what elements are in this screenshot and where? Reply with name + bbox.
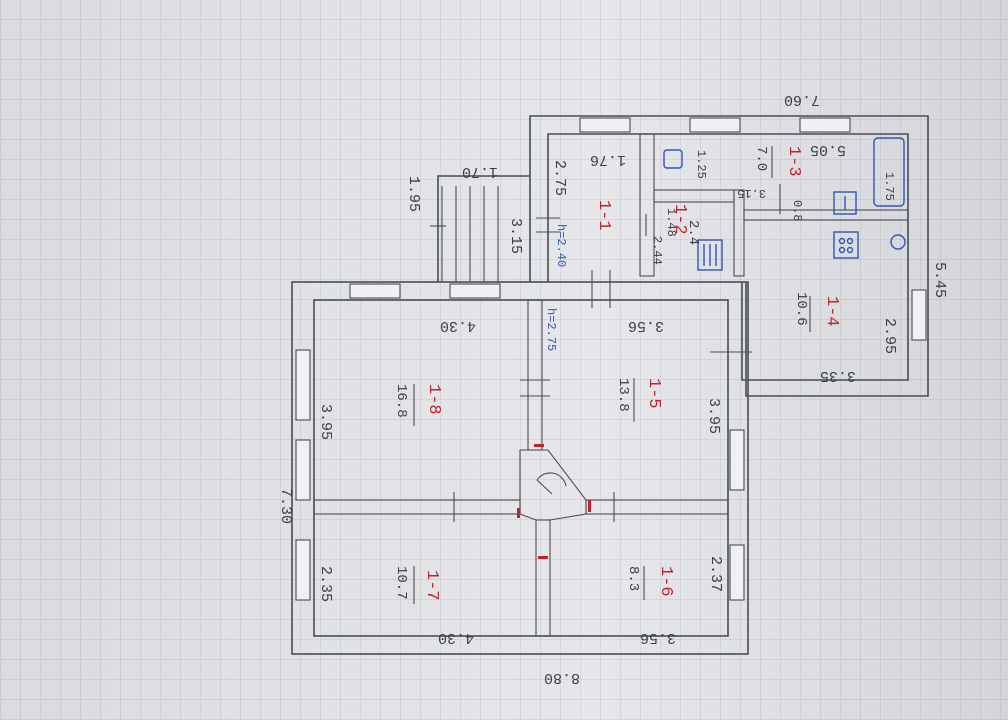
room-area-1-6: 8.3	[625, 566, 641, 591]
burner	[838, 237, 846, 245]
interior-wall	[743, 209, 909, 221]
room-area-1-5: 13.8	[615, 378, 631, 412]
dim-room4-side: 2.95	[881, 318, 898, 354]
window	[579, 117, 631, 133]
dim-room6-bottom: 3.56	[640, 629, 676, 646]
dim-room1-top: 1.76	[590, 151, 626, 168]
room-id-1-7: 1-7	[422, 570, 441, 601]
bath-label: 1.75	[882, 172, 896, 201]
dim-total-top: 7.60	[784, 91, 820, 108]
window	[449, 283, 501, 299]
dim-room2-depth: 2.44	[650, 236, 664, 265]
room-area-1-4: 10.6	[793, 292, 809, 326]
stove-icon	[833, 231, 859, 259]
room-area-1-7: 10.7	[393, 566, 409, 600]
central-hall	[519, 449, 587, 521]
window	[349, 283, 401, 299]
window	[799, 117, 851, 133]
dim-room2-width: 1.48	[664, 208, 678, 237]
interior-wall	[535, 519, 551, 637]
door-swing	[536, 472, 567, 487]
dim-total-left: 7.30	[277, 488, 294, 524]
dim-room8-top: 4.30	[440, 317, 476, 334]
dim-room6-side: 2.37	[707, 556, 724, 592]
interior-wall	[733, 189, 745, 277]
dim-room4-bottom: 3.35	[820, 367, 856, 384]
interior-wall	[313, 499, 521, 515]
burner	[838, 246, 846, 254]
room-area-1-3: 7.0	[753, 146, 769, 171]
window	[689, 117, 741, 133]
window	[295, 439, 311, 501]
dim-room3-side: 1.25	[694, 150, 708, 179]
sink-icon	[833, 191, 857, 215]
door-mark	[534, 444, 544, 447]
interior-wall	[527, 299, 543, 451]
door-leaf	[536, 479, 553, 495]
window	[911, 289, 927, 341]
main-inner-wall	[313, 299, 729, 637]
room-id-1-3: 1-3	[784, 146, 803, 177]
dim-porch-top: 1.70	[462, 163, 498, 180]
door-mark	[538, 556, 548, 559]
room-id-1-1: 1-1	[594, 200, 613, 231]
window	[295, 539, 311, 601]
dim-room1-side: 2.75	[551, 160, 568, 196]
room-id-1-5: 1-5	[644, 378, 663, 409]
dim-porch-depth: 3.15	[507, 218, 524, 254]
burner	[846, 246, 854, 254]
interior-wall	[653, 189, 735, 203]
burner	[846, 237, 854, 245]
toilet-icon	[663, 149, 683, 169]
dim-room8-side: 3.95	[317, 404, 334, 440]
main-outer-wall	[291, 281, 749, 655]
dim-porch-left: 1.95	[405, 176, 422, 212]
room-id-1-2: 1-2	[670, 204, 689, 235]
dim-room5-top: 3.56	[628, 317, 664, 334]
porch-wall	[437, 175, 530, 282]
room-id-1-6: 1-6	[656, 566, 675, 597]
dim-room3-top: 5.05	[810, 141, 846, 158]
bathtub-icon	[873, 137, 905, 207]
rear-outer-wall	[529, 115, 929, 397]
dim-room7-bottom: 4.30	[438, 629, 474, 646]
dim-room3-inner: 3.15	[737, 186, 766, 200]
dim-room3-post: 0.8	[790, 200, 804, 222]
interior-wall	[639, 133, 655, 277]
room-id-1-8: 1-8	[424, 384, 443, 415]
room-area-1-2: 2.4	[685, 220, 701, 245]
window	[729, 429, 745, 491]
room-labels: 1-1 1-2 2.4 1-3 7.0 1-4 10.6 1-5 13.8 1-…	[393, 146, 841, 604]
dimension-labels: 7.60 5.45 8.80 7.30 1.70 1.95 3.15 1.76 …	[277, 91, 948, 686]
window	[729, 544, 745, 601]
rear-inner-wall	[547, 133, 909, 381]
room-area-1-8: 16.8	[393, 384, 409, 418]
dim-room7-side: 2.35	[317, 566, 334, 602]
dim-total-right: 5.45	[931, 262, 948, 298]
door-mark	[588, 500, 591, 512]
interior-wall	[585, 499, 729, 515]
window	[295, 349, 311, 421]
dim-total-bottom: 8.80	[544, 669, 580, 686]
heater-icon	[697, 239, 723, 271]
height-note-main: h=2.75	[544, 308, 558, 351]
boiler-icon	[890, 234, 906, 250]
dim-room5-side: 3.95	[705, 398, 722, 434]
door-mark	[517, 508, 520, 518]
height-note-rear: h=2.40	[554, 224, 568, 267]
room-id-1-4: 1-4	[822, 296, 841, 327]
